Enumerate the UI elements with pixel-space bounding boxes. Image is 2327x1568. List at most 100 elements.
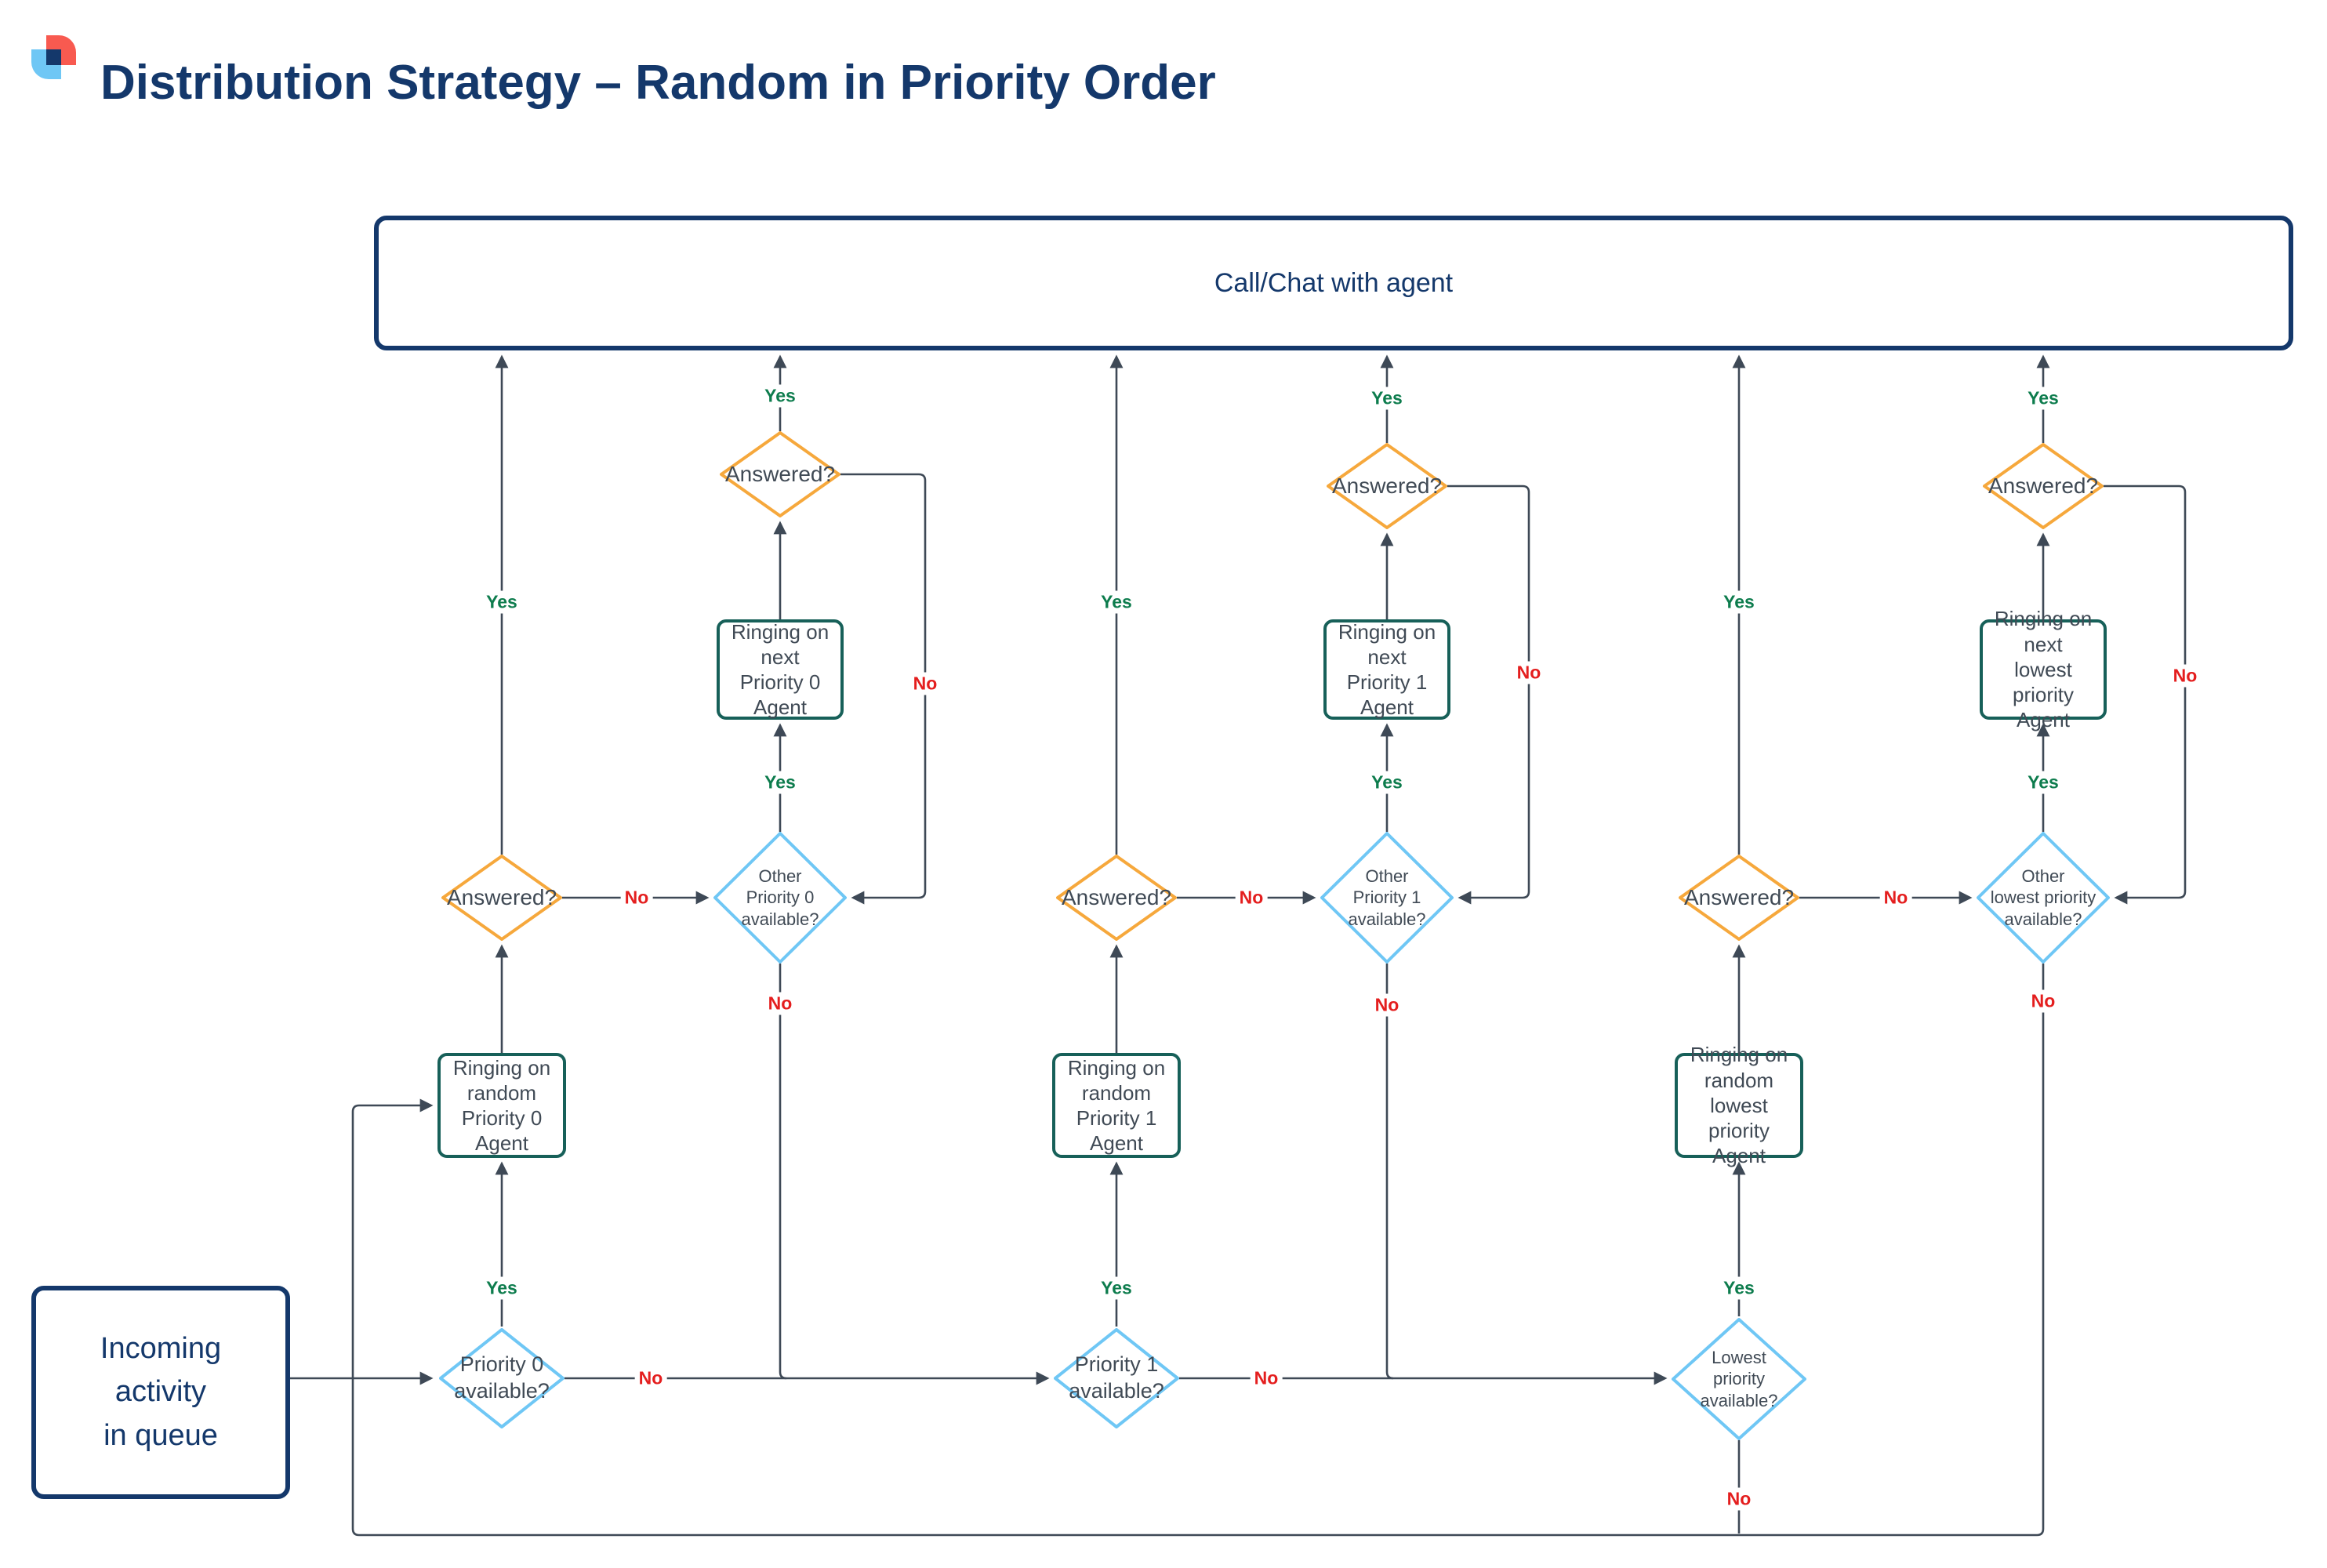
process-label-line: Agent — [1712, 1144, 1766, 1168]
decision-label: Answered? — [1061, 885, 1172, 909]
diamond-outline — [720, 431, 840, 517]
edge-otherlow-no-return-rail — [351, 964, 2045, 1537]
process-label-line: Priority 1 — [1346, 670, 1428, 694]
edge-label-yes: Yes — [1097, 1276, 1136, 1300]
edge-label-yes: Yes — [2024, 387, 2063, 410]
decision-answered-lowest-random: Answered? — [1679, 855, 1799, 941]
page-title: Distribution Strategy – Random in Priori… — [100, 56, 1216, 110]
diamond-outline — [1977, 832, 2110, 964]
edge-label-no: No — [1235, 886, 1268, 909]
decision-label-line: available? — [2004, 909, 2082, 929]
edge-label-no: No — [634, 1367, 667, 1390]
incoming-line: in queue — [103, 1418, 218, 1452]
edge-label-no: No — [1723, 1487, 1755, 1511]
decision-other-priority0-available: Other Priority 0 available? — [713, 832, 847, 964]
process-label-line: lowest priority — [2012, 657, 2074, 707]
decision-priority0-available: Priority 0 available? — [439, 1328, 565, 1428]
process-label-line: Ringing on — [452, 1055, 551, 1080]
process-label-line: next — [2024, 632, 2063, 656]
decision-label-line: available? — [454, 1379, 550, 1403]
process-label-line: Agent — [475, 1131, 528, 1156]
edge-label-no: No — [764, 992, 797, 1015]
edge-label-yes: Yes — [1097, 590, 1136, 614]
edge-other0-no-down — [779, 964, 787, 1380]
decision-label-line: available? — [1700, 1390, 1778, 1410]
edge-label-yes: Yes — [1367, 771, 1407, 794]
decision-label-line: lowest priority — [1990, 887, 2096, 908]
decision-answered-priority1-random: Answered? — [1056, 855, 1177, 941]
decision-lowest-priority-available: Lowest priority available? — [1672, 1318, 1806, 1440]
terminator-incoming-activity: Incoming activity in queue — [31, 1286, 290, 1499]
diamond-outline — [713, 832, 847, 964]
decision-label-line: Priority 0 — [459, 1352, 544, 1377]
diamond-outline — [1056, 855, 1177, 941]
process-label-line: random — [466, 1080, 537, 1105]
process-label-line: random — [1081, 1080, 1152, 1105]
decision-label: Answered? — [446, 885, 557, 909]
process-ringing-next-priority0: Ringing on next Priority 0 Agent — [717, 619, 844, 720]
decision-answered-priority0-next: Answered? — [720, 431, 840, 517]
edge-label-yes: Yes — [1367, 387, 1407, 410]
decision-label-line: Lowest — [1712, 1347, 1766, 1367]
process-label-line: Ringing on — [1994, 607, 2093, 631]
process-label-line: Agent — [1360, 695, 1414, 720]
decision-label-line: Other — [2021, 866, 2065, 886]
edge-label-no: No — [1512, 661, 1545, 684]
terminator-call-chat-with-agent: Call/Chat with agent — [374, 216, 2293, 350]
diamond-outline — [1327, 443, 1447, 529]
process-label-line: lowest priority — [1708, 1093, 1770, 1143]
edge-label-no: No — [1879, 886, 1912, 909]
process-label-line: Ringing on — [1338, 619, 1436, 644]
decision-label-line: Other — [1365, 866, 1409, 886]
terminator-call-chat-label: Call/Chat with agent — [1214, 267, 1454, 298]
edge-label-yes: Yes — [761, 771, 800, 794]
diamond-outline — [1320, 832, 1454, 964]
decision-label-line: available? — [1069, 1379, 1164, 1403]
decision-answered-priority1-next: Answered? — [1327, 443, 1447, 529]
diamond-outline — [1054, 1328, 1179, 1428]
edge-label-no: No — [2027, 989, 2060, 1013]
edge-label-yes: Yes — [1719, 1276, 1759, 1300]
incoming-line: Incoming — [100, 1332, 222, 1366]
process-label-line: Agent — [1090, 1131, 1143, 1156]
diamond-outline — [441, 855, 562, 941]
process-label-line: Agent — [2017, 708, 2070, 732]
decision-label: Answered? — [1988, 474, 2099, 498]
edge-label-no: No — [1250, 1367, 1283, 1390]
process-label-line: Agent — [753, 695, 807, 720]
logo-icon — [31, 31, 86, 86]
edge-label-no: No — [909, 672, 942, 695]
process-label-line: Ringing on — [1067, 1055, 1166, 1080]
process-label-line: Priority 0 — [739, 670, 821, 694]
logo-navy-shape — [46, 49, 61, 65]
decision-label-line: Priority 0 — [746, 887, 815, 908]
process-ringing-next-lowest: Ringing on next lowest priority Agent — [1980, 607, 2107, 731]
edge-label-no: No — [620, 886, 653, 909]
diamond-outline — [1679, 855, 1799, 941]
process-label-line: Priority 0 — [461, 1106, 543, 1130]
diamond-outline — [1672, 1318, 1806, 1440]
decision-answered-lowest-next: Answered? — [1983, 443, 2104, 529]
process-label-line: Ringing on — [731, 619, 830, 644]
edge-label-yes: Yes — [482, 590, 521, 614]
edge-other1-no-down — [1385, 964, 1394, 1380]
diamond-outline — [439, 1328, 565, 1428]
diamond-outline — [1983, 443, 2104, 529]
decision-label: Answered? — [724, 462, 836, 486]
edge-label-yes: Yes — [1719, 590, 1759, 614]
process-ringing-next-priority1: Ringing on next Priority 1 Agent — [1323, 619, 1450, 720]
process-ringing-random-priority1: Ringing on random Priority 1 Agent — [1052, 1053, 1181, 1158]
process-label-line: next — [761, 644, 800, 669]
decision-answered-priority0-random: Answered? — [441, 855, 562, 941]
decision-label-line: priority — [1712, 1369, 1765, 1389]
edge-answerednextlow-no-loop — [2104, 485, 2187, 905]
process-ringing-random-priority0: Ringing on random Priority 0 Agent — [437, 1053, 566, 1158]
decision-priority1-available: Priority 1 available? — [1054, 1328, 1179, 1428]
decision-label-line: Priority 1 — [1074, 1352, 1159, 1377]
edge-label-yes: Yes — [2024, 771, 2063, 794]
process-ringing-random-lowest: Ringing on random lowest priority Agent — [1675, 1043, 1803, 1167]
decision-label: Answered? — [1331, 474, 1443, 498]
edge-label-no: No — [1370, 993, 1403, 1017]
edge-label-yes: Yes — [761, 384, 800, 408]
